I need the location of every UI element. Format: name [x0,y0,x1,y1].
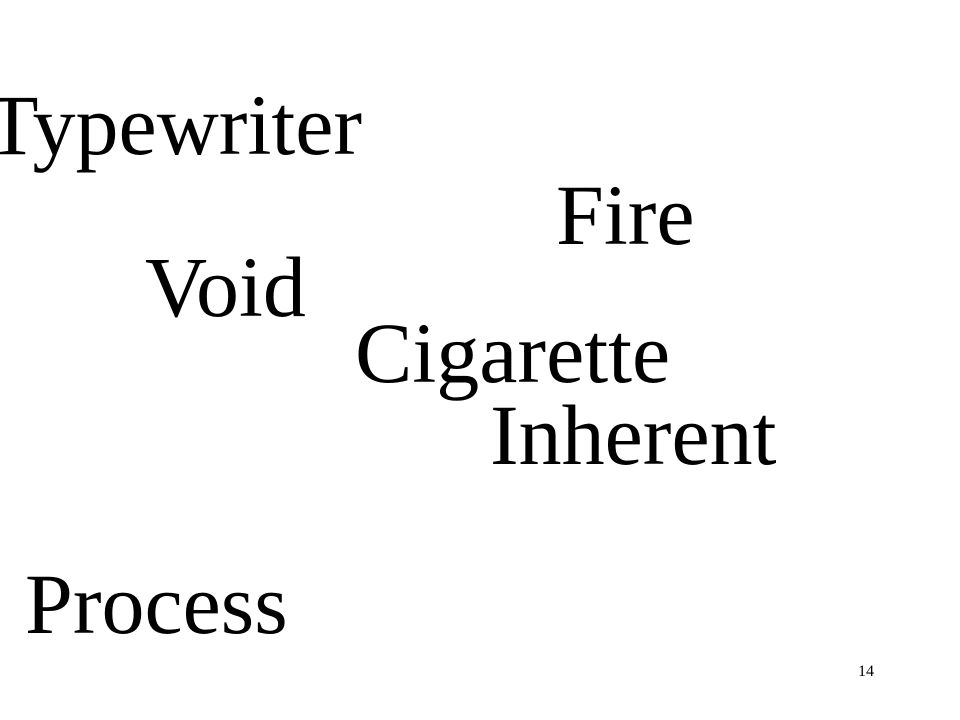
word-void: Void [145,239,306,335]
word-inherent: Inherent [490,387,777,483]
word-process: Process [25,556,288,652]
word-cigarette: Cigarette [355,305,671,401]
word-fire: Fire [556,167,695,263]
page-number: 14 [858,663,874,680]
word-typewriter: Typewriter [0,77,363,173]
